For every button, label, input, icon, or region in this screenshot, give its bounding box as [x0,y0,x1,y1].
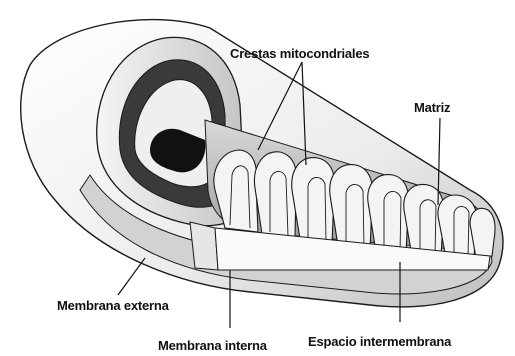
label-matriz: Matriz [414,100,451,115]
label-membrana-interna: Membrana interna [158,338,268,353]
label-espacio-intermembrana: Espacio intermembrana [308,334,452,349]
label-membrana-externa: Membrana externa [57,298,170,313]
label-crestas-mitocondriales: Crestas mitocondriales [230,46,369,61]
inner-membrane-cut-face [190,222,218,270]
